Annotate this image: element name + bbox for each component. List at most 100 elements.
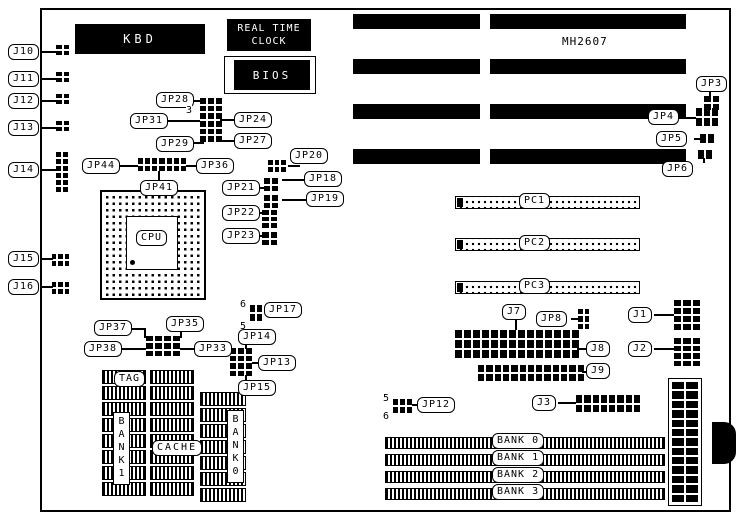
isa-slot-2-left (353, 59, 480, 74)
jp28-cluster-pins (200, 98, 222, 142)
leader-line (42, 127, 57, 129)
leader-line (686, 117, 696, 119)
isa-slot-3-left (353, 104, 480, 119)
rtc-chip: REAL TIME CLOCK (227, 19, 311, 51)
bank3-slot-label: BANK 3 (492, 484, 545, 500)
jp38-label: JP38 (84, 341, 123, 357)
cache-label: CACHE (152, 440, 203, 456)
j10-connector (56, 45, 69, 55)
leader-line (515, 319, 517, 330)
leader-line (694, 138, 702, 140)
jp35-label: JP35 (166, 316, 205, 332)
jp44-label: JP44 (82, 158, 121, 174)
jp19-label: JP19 (306, 191, 345, 207)
leader-line (412, 404, 417, 406)
jp33-label: JP33 (194, 341, 233, 357)
isa-slot-4-left (353, 149, 480, 164)
leader-line (122, 348, 146, 350)
rtc-chip-label-line2: CLOCK (251, 36, 287, 47)
jp31-label: JP31 (130, 113, 169, 129)
leader-line (245, 375, 247, 381)
j1-label: J1 (628, 307, 653, 323)
jp19-pins (264, 195, 278, 208)
leader-line (703, 158, 705, 163)
leader-line (252, 362, 259, 364)
isa-slot-1-left (353, 14, 480, 29)
j2-label: J2 (628, 341, 653, 357)
leader-line (654, 348, 674, 350)
jp33-cluster-pins (146, 336, 180, 356)
j9-label: J9 (586, 363, 611, 379)
jp27-label: JP27 (234, 133, 273, 149)
jp36-label: JP36 (196, 158, 235, 174)
j7-label: J7 (502, 304, 527, 320)
jp17-label: JP17 (264, 302, 303, 318)
pc1-slot-label: PC1 (519, 193, 551, 209)
j14-label: J14 (8, 162, 40, 178)
j14-connector (56, 152, 68, 192)
jp23-pins (262, 232, 277, 245)
pin3-number: 3 (186, 105, 193, 116)
jp4-label: JP4 (648, 109, 680, 125)
bios-chip: BIOS (234, 60, 310, 90)
jp20-label: JP20 (290, 148, 329, 164)
rtc-chip-label-line1: REAL TIME (237, 23, 301, 34)
j15-connector (52, 254, 69, 266)
power-connector-pins (672, 382, 698, 502)
j3-pins (576, 395, 640, 412)
leader-line (558, 402, 576, 404)
board-model-label: MH2607 (562, 35, 608, 48)
kbd-chip: KBD (75, 24, 205, 54)
jp22-label: JP22 (222, 205, 261, 221)
tag-label: TAG (114, 371, 146, 387)
jp41-label: JP41 (140, 180, 179, 196)
j12-connector (56, 94, 69, 104)
isa-slot-2-right (490, 59, 686, 74)
j16-label: J16 (8, 279, 40, 295)
jp14-cluster-pins (230, 348, 252, 376)
jp21-jp18-pins (264, 178, 278, 191)
leader-line (130, 328, 146, 330)
jp3-label: JP3 (696, 76, 728, 92)
j11-label: J11 (8, 71, 40, 87)
jp12-pins (393, 399, 412, 413)
jp5-label: JP5 (656, 131, 688, 147)
jp17-pin6-number: 6 (240, 299, 247, 310)
j13-label: J13 (8, 120, 40, 136)
jp14-label: JP14 (238, 329, 277, 345)
jp5-pins (700, 134, 714, 143)
jp12-pin6-number: 6 (383, 411, 390, 422)
jp44-strip-pins (138, 158, 186, 171)
jp17-pins (250, 305, 262, 321)
jp6-label: JP6 (662, 161, 694, 177)
j15-label: J15 (8, 251, 40, 267)
leader-line (180, 348, 194, 350)
keyboard-din-connector (712, 422, 736, 464)
leader-line (220, 119, 234, 121)
jp12-pin5-number: 5 (383, 393, 390, 404)
leader-line (220, 140, 234, 142)
j11-connector (56, 72, 69, 82)
jp17-pin5-number: 5 (240, 321, 247, 332)
j7-header-pins (455, 330, 579, 358)
jp3-pins (704, 96, 719, 110)
leader-line (245, 344, 247, 349)
j9-header-pins (478, 365, 584, 381)
leader-line (42, 100, 57, 102)
pc2-slot-label: PC2 (519, 235, 551, 251)
jp8-label: JP8 (536, 311, 568, 327)
leader-line (571, 318, 578, 320)
leader-line (40, 286, 53, 288)
leader-line (42, 51, 57, 53)
jp12-label: JP12 (417, 397, 456, 413)
leader-line (192, 100, 202, 102)
jp23-label: JP23 (222, 228, 261, 244)
jp28-label: JP28 (156, 92, 195, 108)
leader-line (282, 199, 308, 201)
leader-line (144, 328, 146, 338)
leader-line (158, 171, 160, 180)
jp6-pins (698, 150, 712, 159)
j1-pins (674, 300, 700, 330)
bank1-slot-label: BANK 1 (492, 450, 545, 466)
